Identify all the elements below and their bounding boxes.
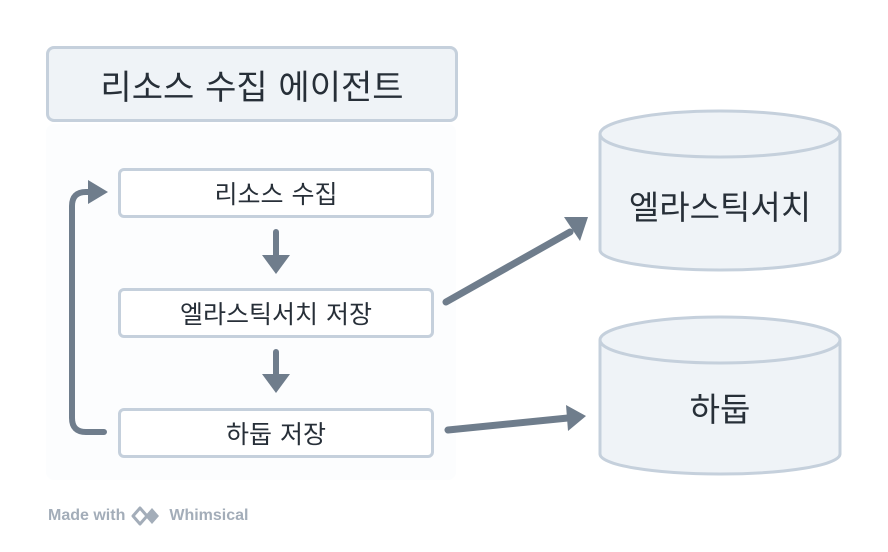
made-with-whimsical-badge[interactable]: Made with Whimsical [48, 503, 248, 529]
arrow-collect-to-elasticsearch [262, 229, 290, 274]
elasticsearch-db-label-box: 엘라스틱서치 [600, 180, 840, 230]
elasticsearch-db-cylinder [598, 109, 842, 272]
hadoop-db-label-box: 하둡 [600, 382, 840, 432]
step-store-hadoop: 하둡 저장 [118, 408, 434, 458]
loop-back-arrow [69, 180, 108, 435]
arrow-to-hadoop-db [444, 405, 586, 434]
whimsical-logo-icon [131, 505, 163, 527]
agent-title-box: 리소스 수집 에이전트 [46, 46, 458, 122]
agent-title: 리소스 수집 에이전트 [100, 67, 404, 108]
whimsical-brand-text: Whimsical [169, 507, 249, 524]
step-collect-label: 리소스 수집 [214, 180, 338, 209]
elasticsearch-db-label: 엘라스틱서치 [628, 188, 812, 227]
step-hadoop-label: 하둡 저장 [226, 420, 326, 449]
arrow-elasticsearch-to-hadoop [262, 349, 290, 393]
made-with-text: Made with [48, 507, 126, 524]
arrow-to-elasticsearch-db [442, 217, 588, 306]
step-store-elasticsearch: 엘라스틱서치 저장 [118, 288, 434, 338]
step-elasticsearch-label: 엘라스틱서치 저장 [180, 300, 372, 329]
hadoop-db-label: 하둡 [689, 390, 751, 429]
hadoop-db-cylinder [598, 315, 842, 476]
step-collect-resources: 리소스 수집 [118, 168, 434, 218]
